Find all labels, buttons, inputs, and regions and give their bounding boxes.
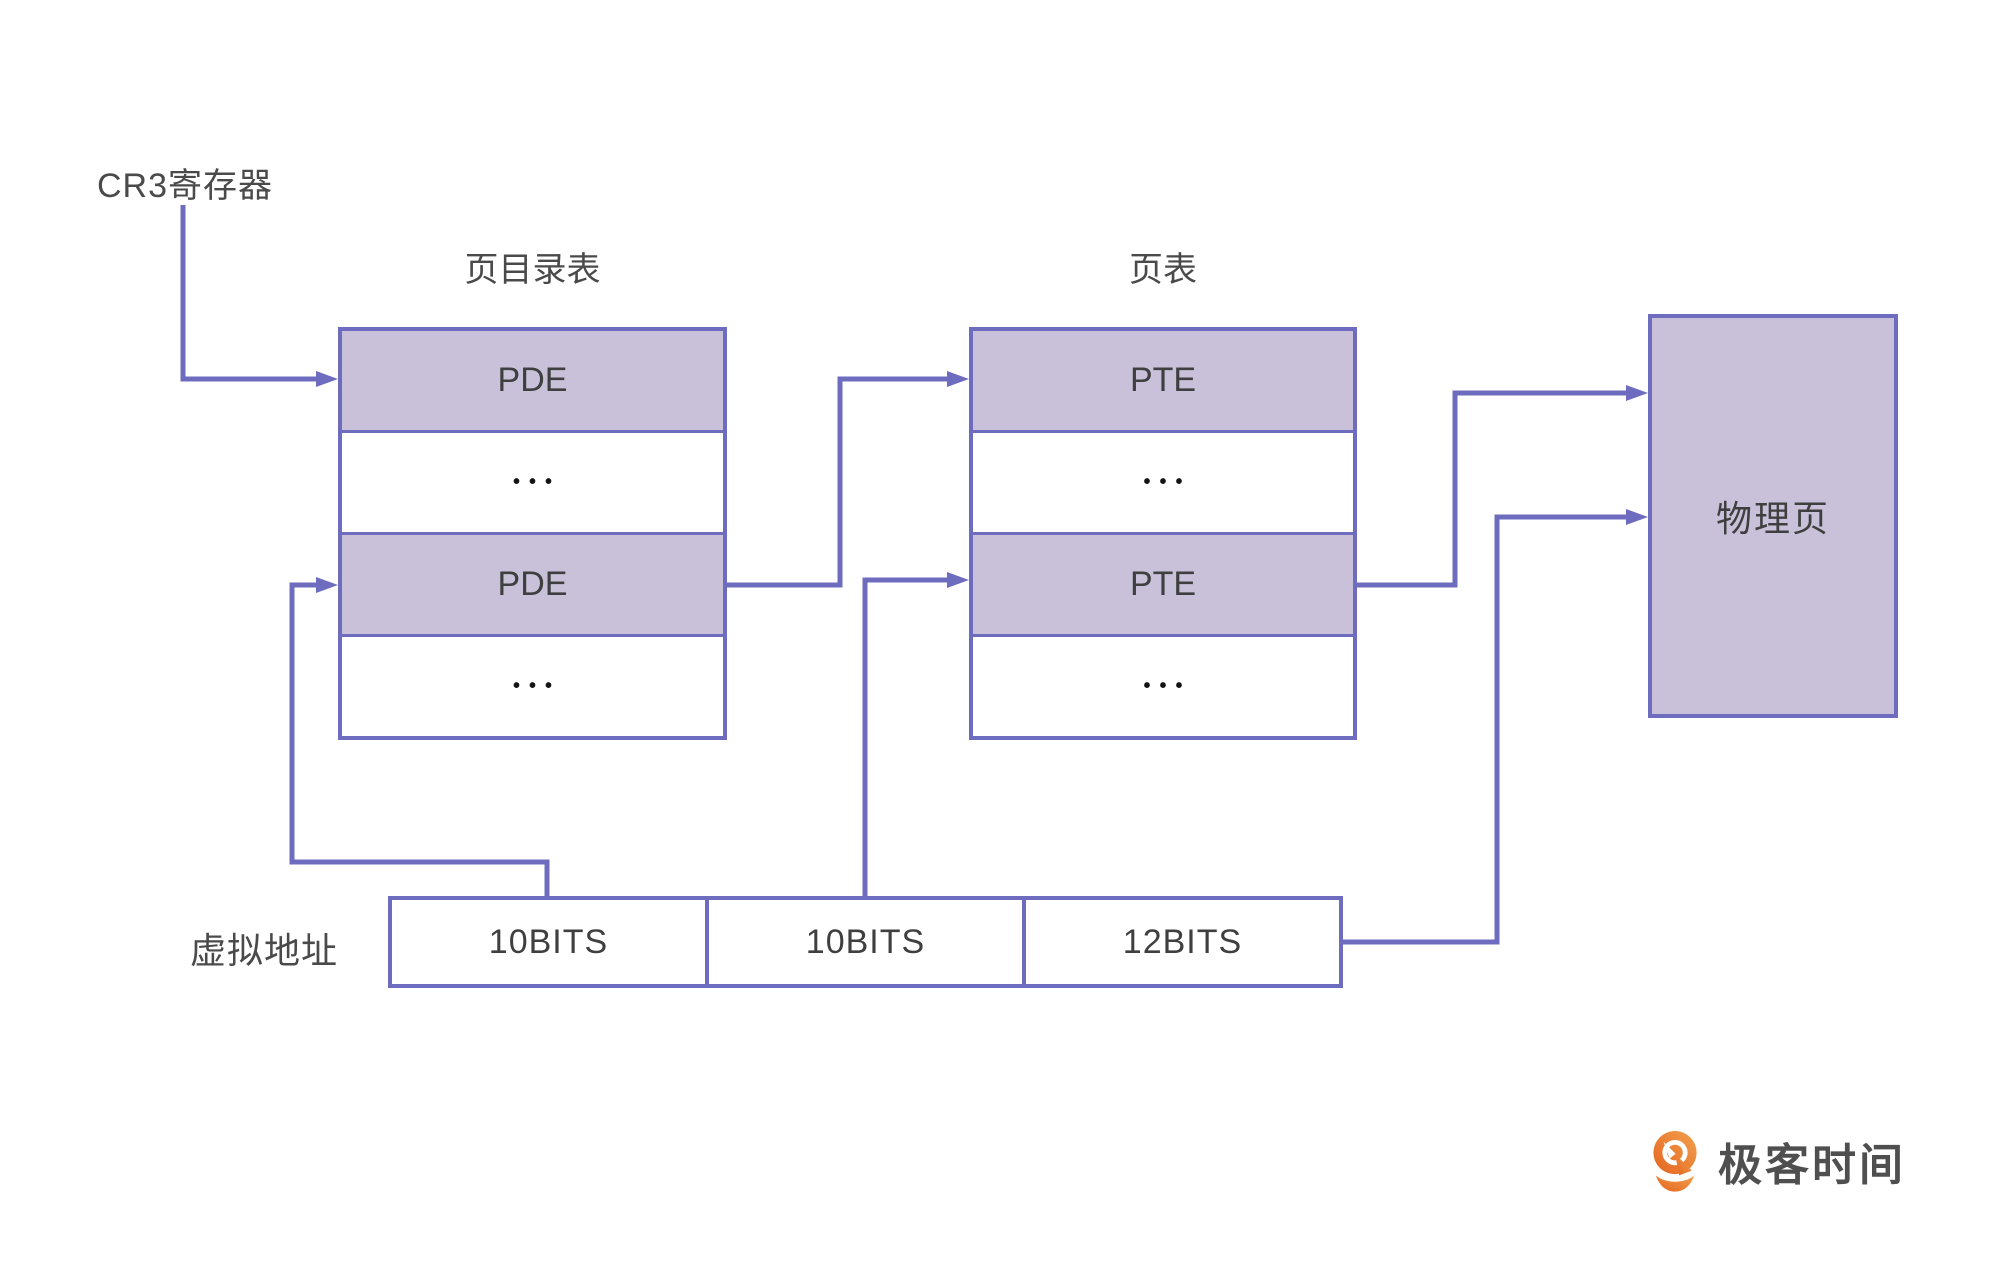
geektime-logo-text: 极客时间 bbox=[1718, 1141, 1906, 1190]
ellipsis-label: ••• bbox=[512, 675, 561, 697]
ellipsis-label: ••• bbox=[1143, 675, 1192, 697]
pde-row-1: PDE bbox=[342, 331, 723, 430]
cr3-register-label: CR3寄存器 bbox=[97, 167, 274, 205]
va-cell-dir-index: 10BITS bbox=[392, 900, 705, 984]
connector-pte2-to-physical-page bbox=[1357, 385, 1648, 588]
pde-row-2: PDE bbox=[342, 532, 723, 634]
ellipsis-label: ••• bbox=[1143, 471, 1192, 493]
ellipsis-row: ••• bbox=[342, 430, 723, 532]
pde-row-1-label: PDE bbox=[497, 361, 568, 399]
ellipsis-row: ••• bbox=[973, 634, 1353, 736]
ellipsis-row: ••• bbox=[342, 634, 723, 736]
page-table-title: 页表 bbox=[1129, 251, 1197, 289]
connector-cr3-to-pde1 bbox=[180, 205, 338, 387]
connector-vabits2-to-pte2 bbox=[862, 572, 969, 896]
connector-vabits3-to-physical-page bbox=[1343, 509, 1648, 945]
pte-row-1: PTE bbox=[973, 331, 1353, 430]
ellipsis-label: ••• bbox=[512, 471, 561, 493]
va-cell-table-index-label: 10BITS bbox=[805, 922, 926, 961]
virtual-address-label: 虚拟地址 bbox=[190, 930, 339, 971]
va-cell-offset-label: 12BITS bbox=[1122, 922, 1243, 961]
pde-row-2-label: PDE bbox=[497, 565, 568, 603]
connector-vabits1-to-pde2 bbox=[289, 577, 550, 896]
geektime-pin-icon bbox=[1653, 1131, 1697, 1192]
page-table: PTE ••• PTE ••• bbox=[969, 327, 1357, 740]
ellipsis-row: ••• bbox=[973, 430, 1353, 532]
physical-page-label: 物理页 bbox=[1715, 498, 1830, 539]
virtual-address-row: 10BITS 10BITS 12BITS bbox=[388, 896, 1343, 988]
physical-page-box: 物理页 bbox=[1648, 314, 1898, 718]
pte-row-1-label: PTE bbox=[1129, 361, 1197, 399]
connector-pde2-to-pte1 bbox=[727, 371, 969, 588]
geektime-logo: 极客时间 bbox=[1648, 1126, 1906, 1196]
page-directory-title: 页目录表 bbox=[464, 251, 601, 289]
va-cell-dir-index-label: 10BITS bbox=[488, 922, 609, 961]
va-cell-offset: 12BITS bbox=[1022, 900, 1339, 984]
pte-row-2: PTE bbox=[973, 532, 1353, 634]
pte-row-2-label: PTE bbox=[1129, 565, 1197, 603]
va-cell-table-index: 10BITS bbox=[705, 900, 1022, 984]
page-directory-table: PDE ••• PDE ••• bbox=[338, 327, 727, 740]
